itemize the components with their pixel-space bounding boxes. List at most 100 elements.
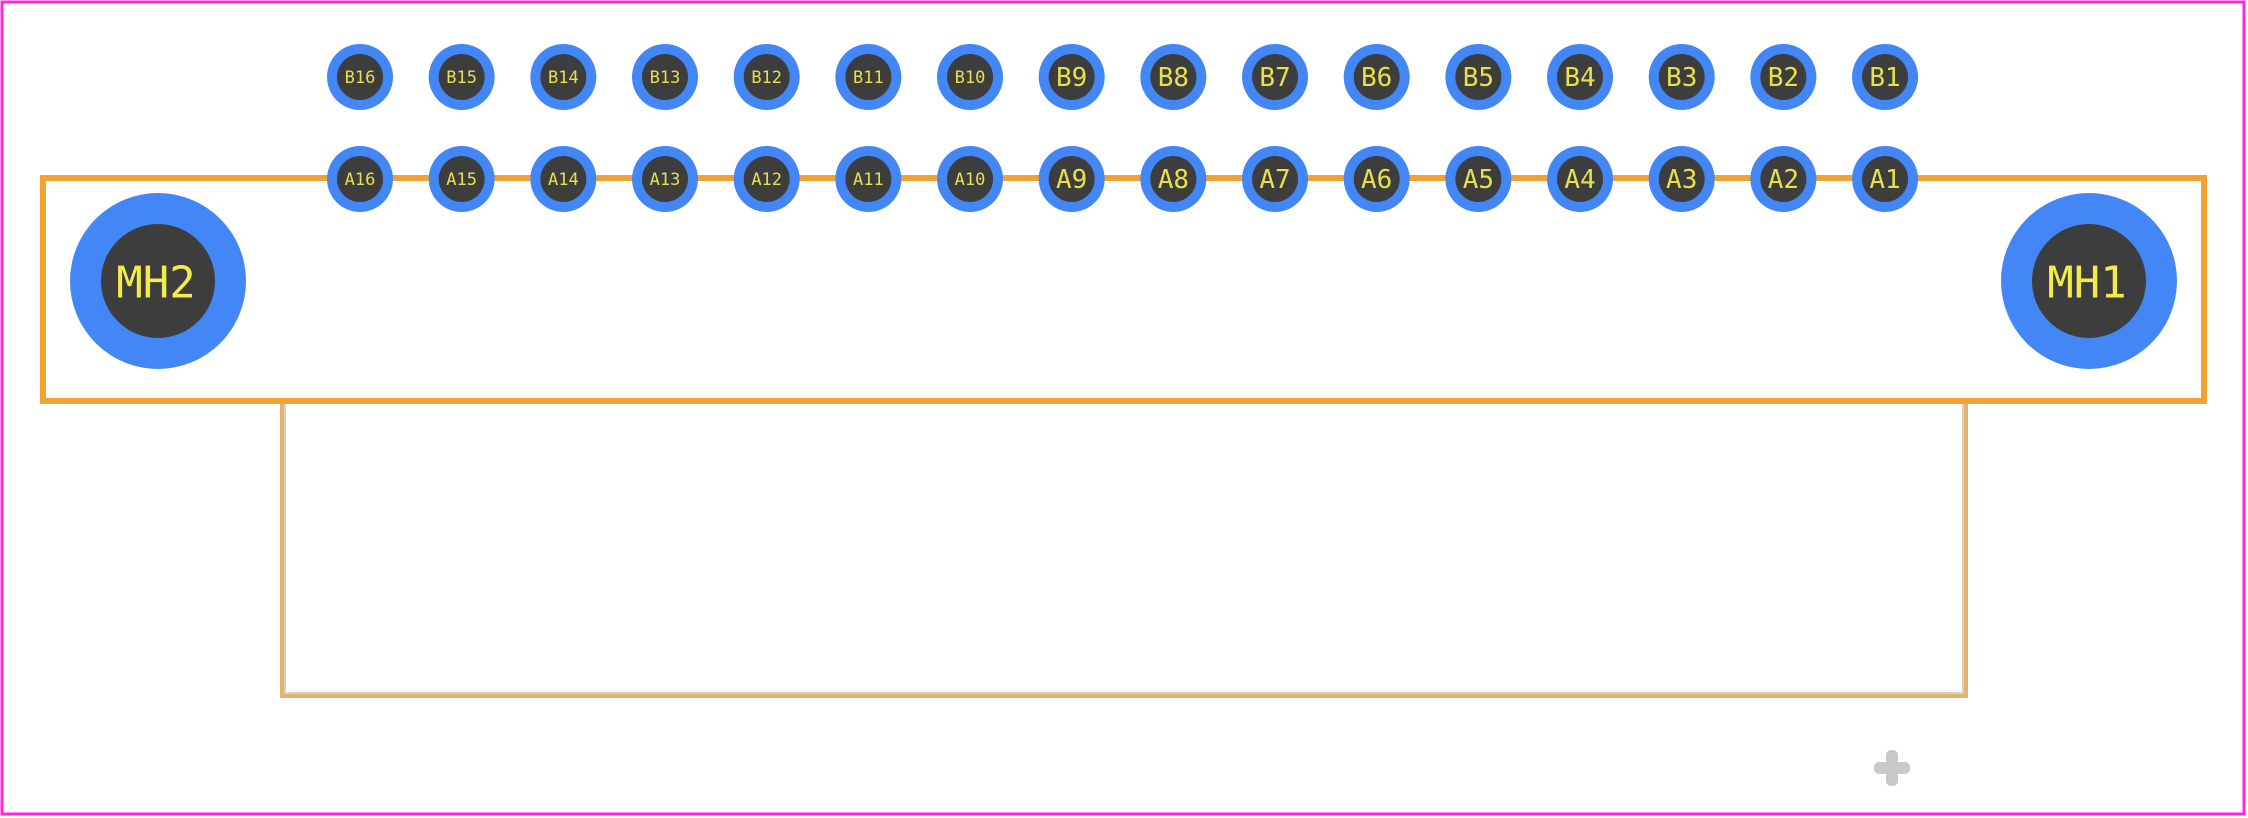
pad-label: B14 xyxy=(548,68,579,88)
mounting-hole-mh1[interactable]: MH1 xyxy=(2001,193,2177,369)
pad-a3[interactable]: A3 xyxy=(1648,146,1715,212)
pad-a4[interactable]: A4 xyxy=(1547,146,1614,212)
pad-hole xyxy=(1353,156,1400,202)
pad-label: B16 xyxy=(345,68,376,88)
pad-b7[interactable]: B7 xyxy=(1242,44,1309,110)
pad-a15[interactable]: A15 xyxy=(428,146,495,212)
pad-b13[interactable]: B13 xyxy=(632,44,699,110)
pad-b5[interactable]: B5 xyxy=(1445,44,1512,110)
pad-hole xyxy=(337,54,383,100)
pad-hole xyxy=(438,54,485,100)
pad-label: B1 xyxy=(1869,63,1900,93)
pad-a7[interactable]: A7 xyxy=(1242,146,1309,212)
crosshair-icon xyxy=(1874,750,1910,786)
pad-hole xyxy=(1760,156,1807,202)
pad-a9[interactable]: A9 xyxy=(1038,146,1105,212)
pad-b15[interactable]: B15 xyxy=(428,44,495,110)
pad-hole xyxy=(845,156,892,202)
pad-hole xyxy=(540,54,587,100)
pad-label: B3 xyxy=(1666,63,1697,93)
pad-label: A9 xyxy=(1056,165,1087,195)
pad-label: B15 xyxy=(446,68,477,88)
pad-hole xyxy=(947,54,994,100)
pad-label: A14 xyxy=(548,170,579,190)
pad-label: A13 xyxy=(650,170,681,190)
pad-a5[interactable]: A5 xyxy=(1445,146,1512,212)
mounting-hole-label-mh2: MH2 xyxy=(116,258,195,309)
pad-hole xyxy=(1455,156,1502,202)
pad-a10[interactable]: A10 xyxy=(937,146,1004,212)
pad-hole xyxy=(642,156,689,202)
pad-hole xyxy=(540,156,587,202)
mounting-hole-label-mh1: MH1 xyxy=(2047,258,2126,309)
pads-layer: B16 B15 B14 B13 B12 B11 B10 B9 B8 B7 B6 B5 B4 B3 B2 B1A… xyxy=(327,44,1919,212)
pad-b2[interactable]: B2 xyxy=(1750,44,1817,110)
pad-hole xyxy=(1048,54,1095,100)
pad-label: B12 xyxy=(751,68,782,88)
pad-label: A12 xyxy=(751,170,782,190)
pad-a12[interactable]: A12 xyxy=(733,146,800,212)
pad-a11[interactable]: A11 xyxy=(835,146,902,212)
pad-hole xyxy=(845,54,892,100)
pad-b1[interactable]: B1 xyxy=(1852,44,1919,110)
pad-hole xyxy=(337,156,383,202)
pad-label: A10 xyxy=(955,170,986,190)
pad-label: A11 xyxy=(853,170,884,190)
mounting-hole-mh2[interactable]: MH2 xyxy=(70,193,246,369)
pad-hole xyxy=(1658,156,1705,202)
pad-label: B2 xyxy=(1768,63,1799,93)
pad-label: A4 xyxy=(1564,165,1595,195)
pad-hole xyxy=(1862,156,1909,202)
pad-hole xyxy=(1862,54,1909,100)
pad-label: B8 xyxy=(1158,63,1189,93)
pad-hole xyxy=(642,54,689,100)
pad-b16[interactable]: B16 xyxy=(327,44,393,110)
pad-hole xyxy=(1353,54,1400,100)
pad-b3[interactable]: B3 xyxy=(1648,44,1715,110)
pad-b12[interactable]: B12 xyxy=(733,44,800,110)
pad-hole xyxy=(947,156,994,202)
pad-label: B5 xyxy=(1463,63,1494,93)
pad-a13[interactable]: A13 xyxy=(632,146,699,212)
pad-label: B4 xyxy=(1564,63,1595,93)
pad-hole xyxy=(743,54,790,100)
connector-body-outline xyxy=(40,175,2207,404)
pad-hole xyxy=(1455,54,1502,100)
pad-b4[interactable]: B4 xyxy=(1547,44,1614,110)
pad-a8[interactable]: A8 xyxy=(1140,146,1207,212)
pad-b8[interactable]: B8 xyxy=(1140,44,1207,110)
pad-a14[interactable]: A14 xyxy=(530,146,597,212)
pad-label: B9 xyxy=(1056,63,1087,93)
pad-b9[interactable]: B9 xyxy=(1038,44,1105,110)
pad-hole xyxy=(1658,54,1705,100)
pad-hole xyxy=(743,156,790,202)
pad-label: A15 xyxy=(446,170,477,190)
pad-hole xyxy=(1150,156,1197,202)
pad-label: A3 xyxy=(1666,165,1697,195)
pad-a16[interactable]: A16 xyxy=(327,146,393,212)
pad-a1[interactable]: A1 xyxy=(1852,146,1919,212)
pad-label: A7 xyxy=(1259,165,1290,195)
pad-label: A5 xyxy=(1463,165,1494,195)
pad-b6[interactable]: B6 xyxy=(1343,44,1410,110)
courtyard-outline xyxy=(280,400,1968,698)
pad-label: B11 xyxy=(853,68,884,88)
pad-b14[interactable]: B14 xyxy=(530,44,597,110)
pad-b10[interactable]: B10 xyxy=(937,44,1004,110)
pad-label: A1 xyxy=(1869,165,1900,195)
pad-a6[interactable]: A6 xyxy=(1343,146,1410,212)
pad-label: B10 xyxy=(955,68,986,88)
pad-label: A6 xyxy=(1361,165,1392,195)
pad-hole xyxy=(1557,54,1604,100)
pad-hole xyxy=(438,156,485,202)
pad-label: A8 xyxy=(1158,165,1189,195)
pad-hole xyxy=(1557,156,1604,202)
pad-hole xyxy=(1252,54,1299,100)
pad-label: B13 xyxy=(650,68,681,88)
pad-a2[interactable]: A2 xyxy=(1750,146,1817,212)
pad-hole xyxy=(1252,156,1299,202)
pad-b11[interactable]: B11 xyxy=(835,44,902,110)
pad-label: B6 xyxy=(1361,63,1392,93)
pad-label: B7 xyxy=(1259,63,1290,93)
